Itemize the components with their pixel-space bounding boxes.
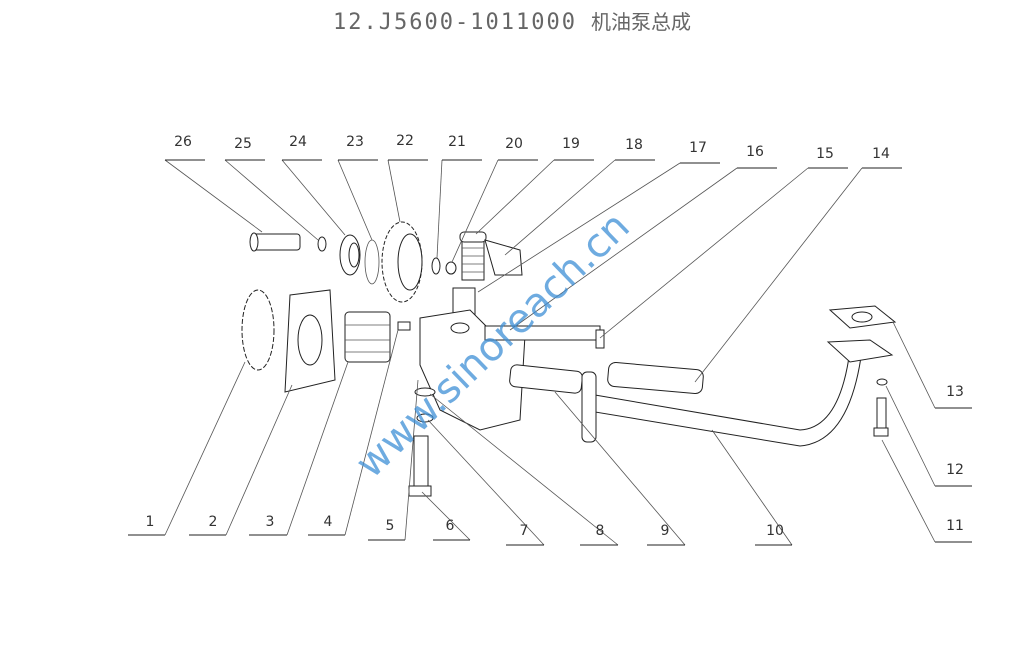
part-bearing-inner bbox=[348, 242, 360, 268]
part-sleeve-long bbox=[607, 362, 704, 395]
diagram-title: 12.J5600-1011000 机油泵总成 bbox=[0, 6, 1024, 35]
callout-11: 11 bbox=[946, 518, 964, 534]
callout-1: 1 bbox=[146, 514, 155, 530]
callout-26: 26 bbox=[174, 134, 192, 150]
callout-10: 10 bbox=[766, 523, 784, 539]
callout-17: 17 bbox=[689, 140, 707, 156]
part-ring bbox=[431, 257, 441, 275]
callout-12: 12 bbox=[946, 462, 964, 478]
callout-4: 4 bbox=[324, 514, 333, 530]
part-cover-bore bbox=[297, 314, 323, 366]
callout-13: 13 bbox=[946, 384, 964, 400]
callout-16: 16 bbox=[746, 144, 764, 160]
part-bolt-small-head bbox=[873, 427, 889, 437]
parts bbox=[241, 221, 897, 497]
callout-9: 9 bbox=[661, 523, 670, 539]
part-pipe-end-flange bbox=[826, 339, 894, 363]
leader-lines bbox=[164, 159, 936, 546]
callout-15: 15 bbox=[816, 146, 834, 162]
callout-2: 2 bbox=[209, 514, 218, 530]
part-spring bbox=[461, 239, 485, 281]
part-inner-rotor bbox=[344, 311, 391, 363]
part-gasket-hole bbox=[851, 311, 873, 323]
callout-14: 14 bbox=[872, 146, 890, 162]
part-pipe-flange bbox=[581, 371, 597, 443]
title-name: 机油泵总成 bbox=[590, 10, 691, 34]
part-bolt-small bbox=[876, 397, 887, 431]
part-washer bbox=[317, 236, 327, 252]
callout-23: 23 bbox=[346, 134, 364, 150]
part-circlip bbox=[364, 239, 380, 285]
part-valve-cap bbox=[459, 231, 487, 243]
part-bolt-hex bbox=[408, 485, 432, 497]
title-code: 12.J5600-1011000 bbox=[333, 10, 577, 35]
part-nut bbox=[445, 261, 457, 275]
underlines bbox=[128, 159, 972, 546]
part-pin-head bbox=[249, 232, 259, 252]
part-bolt-head bbox=[595, 329, 605, 349]
part-body-hole bbox=[450, 322, 470, 334]
part-dowel bbox=[397, 321, 411, 331]
callout-25: 25 bbox=[234, 136, 252, 152]
callout-8: 8 bbox=[596, 523, 605, 539]
part-drive-gear-face bbox=[397, 233, 423, 291]
callout-20: 20 bbox=[505, 136, 523, 152]
callout-5: 5 bbox=[386, 518, 395, 534]
part-pin bbox=[251, 233, 301, 251]
callout-18: 18 bbox=[625, 137, 643, 153]
callout-24: 24 bbox=[289, 134, 307, 150]
callout-3: 3 bbox=[266, 514, 275, 530]
callout-19: 19 bbox=[562, 136, 580, 152]
callout-7: 7 bbox=[520, 523, 529, 539]
callout-labels: 1 2 3 4 5 6 7 8 9 10 11 12 13 14 15 16 1… bbox=[146, 133, 964, 539]
callout-6: 6 bbox=[446, 518, 455, 534]
callout-21: 21 bbox=[448, 134, 466, 150]
part-washer-small bbox=[416, 413, 434, 423]
part-spring-washer bbox=[876, 378, 888, 386]
callout-22: 22 bbox=[396, 133, 414, 149]
part-outer-rotor bbox=[241, 289, 275, 371]
